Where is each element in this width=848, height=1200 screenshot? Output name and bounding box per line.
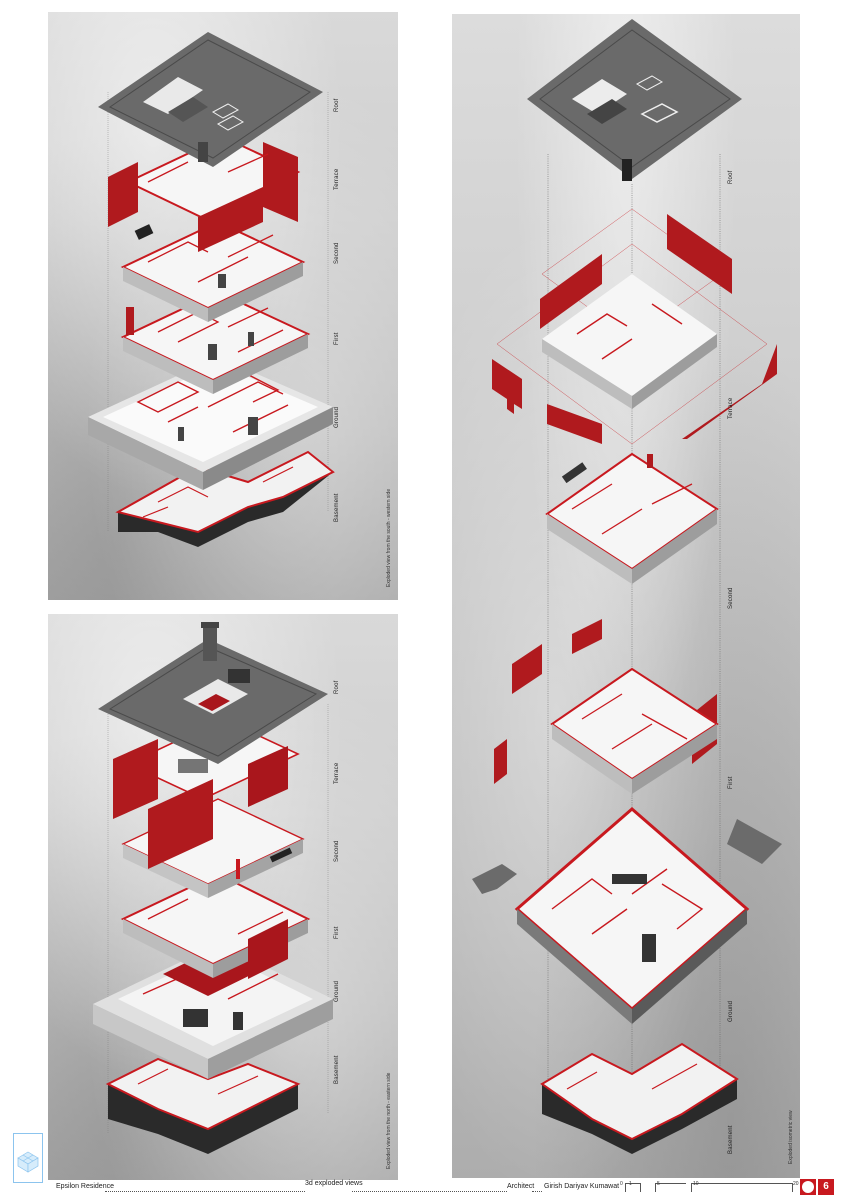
ground-level xyxy=(472,807,782,1024)
scale-label: 5 xyxy=(657,1181,660,1187)
exploded-axonometric-drawing-sw xyxy=(88,32,335,547)
scale-label: 20 xyxy=(793,1181,799,1187)
scale-segment xyxy=(655,1183,686,1192)
title-block: Epsilon Residence 3d exploded views Arch… xyxy=(0,1178,848,1200)
basement-level xyxy=(105,1057,301,1154)
floor-label-second: Second xyxy=(334,242,340,264)
panel-caption: Exploded view from the north - eastern s… xyxy=(386,1072,392,1169)
architect-name: Girish Dariyav Kumawat xyxy=(544,1183,620,1190)
project-title: Epsilon Residence xyxy=(56,1183,114,1190)
exploded-axonometric-drawing-ne xyxy=(93,622,333,1154)
floor-label-second: Second xyxy=(334,840,340,862)
exploded-isometric-drawing xyxy=(472,19,782,1154)
circle-icon xyxy=(802,1181,814,1193)
floor-label-roof: Roof xyxy=(334,680,340,694)
leader-dots xyxy=(352,1191,507,1192)
ground-level xyxy=(88,357,333,490)
page-number: 6 xyxy=(818,1179,834,1195)
floor-label-ground: Ground xyxy=(334,406,340,428)
building-logo-icon xyxy=(17,1151,39,1173)
floor-label-ground: Ground xyxy=(728,1000,734,1022)
roof-level xyxy=(527,19,742,181)
first-level xyxy=(494,619,719,794)
second-level xyxy=(120,220,306,322)
leader-dots xyxy=(105,1191,305,1192)
floor-label-second: Second xyxy=(728,587,734,609)
roof-level xyxy=(98,32,323,167)
floor-label-basement: Basement xyxy=(728,1125,734,1154)
roof-level xyxy=(98,622,328,764)
scale-segment xyxy=(625,1183,641,1192)
floor-label-basement: Basement xyxy=(334,493,340,522)
second-level xyxy=(545,452,719,584)
floor-label-roof: Roof xyxy=(334,98,340,112)
basement-level xyxy=(540,1042,739,1154)
architect-label: Architect xyxy=(507,1183,535,1190)
exploded-view-north-east-panel: Roof Terrace Second First Ground Basemen… xyxy=(48,614,398,1180)
floor-label-ground: Ground xyxy=(334,980,340,1002)
floor-label-roof: Roof xyxy=(728,170,734,184)
second-level xyxy=(121,798,305,898)
panel-caption: Exploded view from the south - western s… xyxy=(386,488,392,587)
sheet-title: 3d exploded views xyxy=(305,1180,363,1187)
scale-label: 1 xyxy=(629,1181,632,1187)
floor-label-terrace: Terrace xyxy=(728,397,734,419)
panel-caption: Exploded isometric view xyxy=(788,1110,794,1164)
basement-level xyxy=(115,450,335,547)
floor-label-basement: Basement xyxy=(334,1055,340,1084)
leader-dots xyxy=(532,1191,542,1192)
terrace-level xyxy=(108,135,301,252)
floor-label-first: First xyxy=(728,776,734,789)
project-logo xyxy=(13,1133,43,1183)
brand-mark xyxy=(800,1179,816,1195)
floor-label-terrace: Terrace xyxy=(334,168,340,190)
exploded-isometric-panel: Roof Terrace Second First Ground Basemen… xyxy=(452,14,800,1178)
first-level xyxy=(120,290,311,394)
exploded-view-south-west-panel: Roof Terrace Second First Ground Basemen… xyxy=(48,12,398,600)
floor-label-first: First xyxy=(334,926,340,939)
floor-label-terrace: Terrace xyxy=(334,762,340,784)
scale-segment xyxy=(691,1183,793,1192)
first-level xyxy=(120,872,311,979)
scale-label: 10 xyxy=(693,1181,699,1187)
floor-label-first: First xyxy=(334,332,340,345)
scale-label: 0 xyxy=(620,1181,623,1187)
terrace-level xyxy=(492,208,777,445)
